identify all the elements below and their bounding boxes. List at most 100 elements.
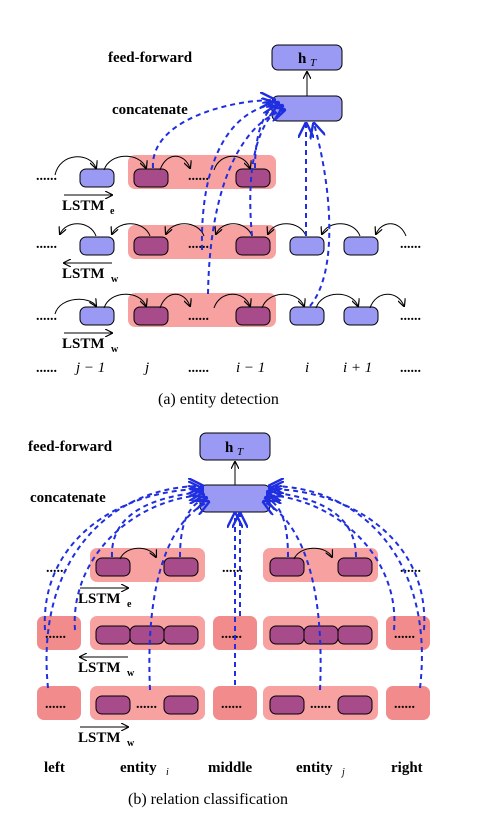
output-ht-box (199, 432, 271, 461)
lstm-cell (235, 236, 271, 256)
recurrent-arrow (376, 223, 407, 237)
lstm-e-label: LSTM (78, 591, 121, 607)
lstm-cell (163, 557, 199, 577)
left-span-row3 (37, 686, 81, 720)
lstm-cell (289, 236, 325, 256)
lstm-cell (289, 306, 325, 326)
dots-row1-right: ...... (400, 561, 421, 576)
caption-a: (a) entity detection (158, 391, 279, 408)
dots-entity-i: ...... (136, 697, 157, 712)
lstm-w-label: LSTM (62, 266, 105, 282)
middle-span-row2 (213, 616, 257, 650)
dots-left-span: ...... (45, 697, 66, 712)
output-ht-subscript: T (310, 57, 317, 69)
segment-label-entity-i-sub: i (166, 767, 169, 778)
segment-label-entity-j: entity (296, 760, 333, 776)
position-label: i + 1 (343, 360, 372, 376)
recurrent-arrow (54, 156, 96, 176)
lstm-e-label: LSTM (62, 198, 105, 214)
recurrent-arrow (54, 299, 96, 315)
recurrent-arrow (103, 155, 146, 170)
recurrent-arrow (166, 223, 205, 237)
recurrent-arrow (268, 223, 307, 237)
attention-link (264, 502, 322, 691)
recurrent-arrow (213, 293, 250, 308)
attention-link (73, 495, 203, 631)
lstm-cell (269, 625, 305, 645)
recurrent-arrow (322, 223, 361, 237)
lstm-e-subscript: e (110, 206, 115, 217)
position-label: ...... (188, 361, 209, 376)
position-label: i (305, 360, 309, 376)
dots-row1-mid: ...... (222, 561, 243, 576)
lstm-cell (163, 625, 199, 645)
output-ht-subscript: T (237, 446, 244, 458)
dots-right-span: ...... (394, 627, 415, 642)
panel-entity-detection: h T feed-forward concatenate ...... ....… (36, 44, 421, 408)
attention-link (207, 110, 284, 295)
attention-link (268, 492, 357, 558)
lstm-e-subscript: e (127, 599, 132, 610)
middle-span-row3 (213, 686, 257, 720)
dots-row2-right: ...... (400, 237, 421, 252)
segment-label-entity-j-sub: j (340, 767, 345, 778)
dots-row2-left: ...... (36, 237, 57, 252)
dots-right-span: ...... (394, 697, 415, 712)
concatenate-label: concatenate (112, 102, 188, 118)
attention-link (200, 104, 276, 251)
dots-row3-right: ...... (400, 309, 421, 324)
panel-relation-classification: h T feed-forward concatenate ...... ....… (28, 432, 430, 808)
lstm-w-subscript: w (111, 274, 119, 285)
recurrent-arrow (112, 223, 151, 237)
concat-box (271, 95, 343, 122)
lstm-cell (343, 306, 379, 326)
recurrent-arrow (103, 293, 146, 308)
position-label: i − 1 (236, 360, 265, 376)
lstm-cell (79, 306, 115, 326)
lstm-w2-label: LSTM (78, 730, 121, 746)
right-span-row3 (386, 686, 430, 720)
lstm-cell (269, 695, 305, 715)
lstm-cell (95, 557, 131, 577)
lstm-w-label: LSTM (78, 660, 121, 676)
attention-link (266, 498, 289, 558)
dots-row2-mid: ...... (188, 237, 209, 252)
dots-row3-mid: ...... (188, 309, 209, 324)
dots-row1-mid: ...... (188, 169, 209, 184)
recurrent-arrow (369, 293, 404, 308)
segment-label-right: right (391, 760, 423, 776)
dots-middle-span: ...... (221, 627, 242, 642)
lstm-w2-subscript: w (127, 738, 135, 749)
lstm-w2-label: LSTM (62, 336, 105, 352)
dots-middle-span: ...... (221, 697, 242, 712)
lstm-cell (269, 557, 305, 577)
feed-forward-label: feed-forward (108, 50, 193, 66)
dots-row1-left: ...... (36, 169, 57, 184)
lstm-cell (133, 168, 169, 188)
lstm-cell (337, 557, 373, 577)
segment-label-middle: middle (208, 760, 253, 776)
lstm-cell (79, 168, 115, 188)
lstm-cell (337, 695, 373, 715)
attention-link (270, 486, 423, 689)
position-dots-left: ...... (36, 361, 57, 376)
lstm-cell (133, 236, 169, 256)
dots-row3-left: ...... (36, 309, 57, 324)
attention-link (43, 489, 202, 631)
attention-links-bottom (43, 486, 426, 691)
lstm-cell (129, 625, 165, 645)
dots-left-span: ...... (45, 627, 66, 642)
segment-label-entity-i: entity (120, 760, 157, 776)
dots-entity-j: ...... (310, 697, 331, 712)
concatenate-label: concatenate (30, 490, 106, 506)
lstm-cell (95, 695, 131, 715)
recurrent-arrow (159, 155, 190, 170)
recurrent-arrow (60, 223, 97, 237)
position-label: ...... (400, 361, 421, 376)
lstm-cell (343, 236, 379, 256)
lstm-w-subscript: w (127, 668, 135, 679)
recurrent-arrow (159, 293, 190, 308)
recurrent-arrow (293, 547, 332, 560)
feed-forward-label: feed-forward (28, 439, 113, 455)
